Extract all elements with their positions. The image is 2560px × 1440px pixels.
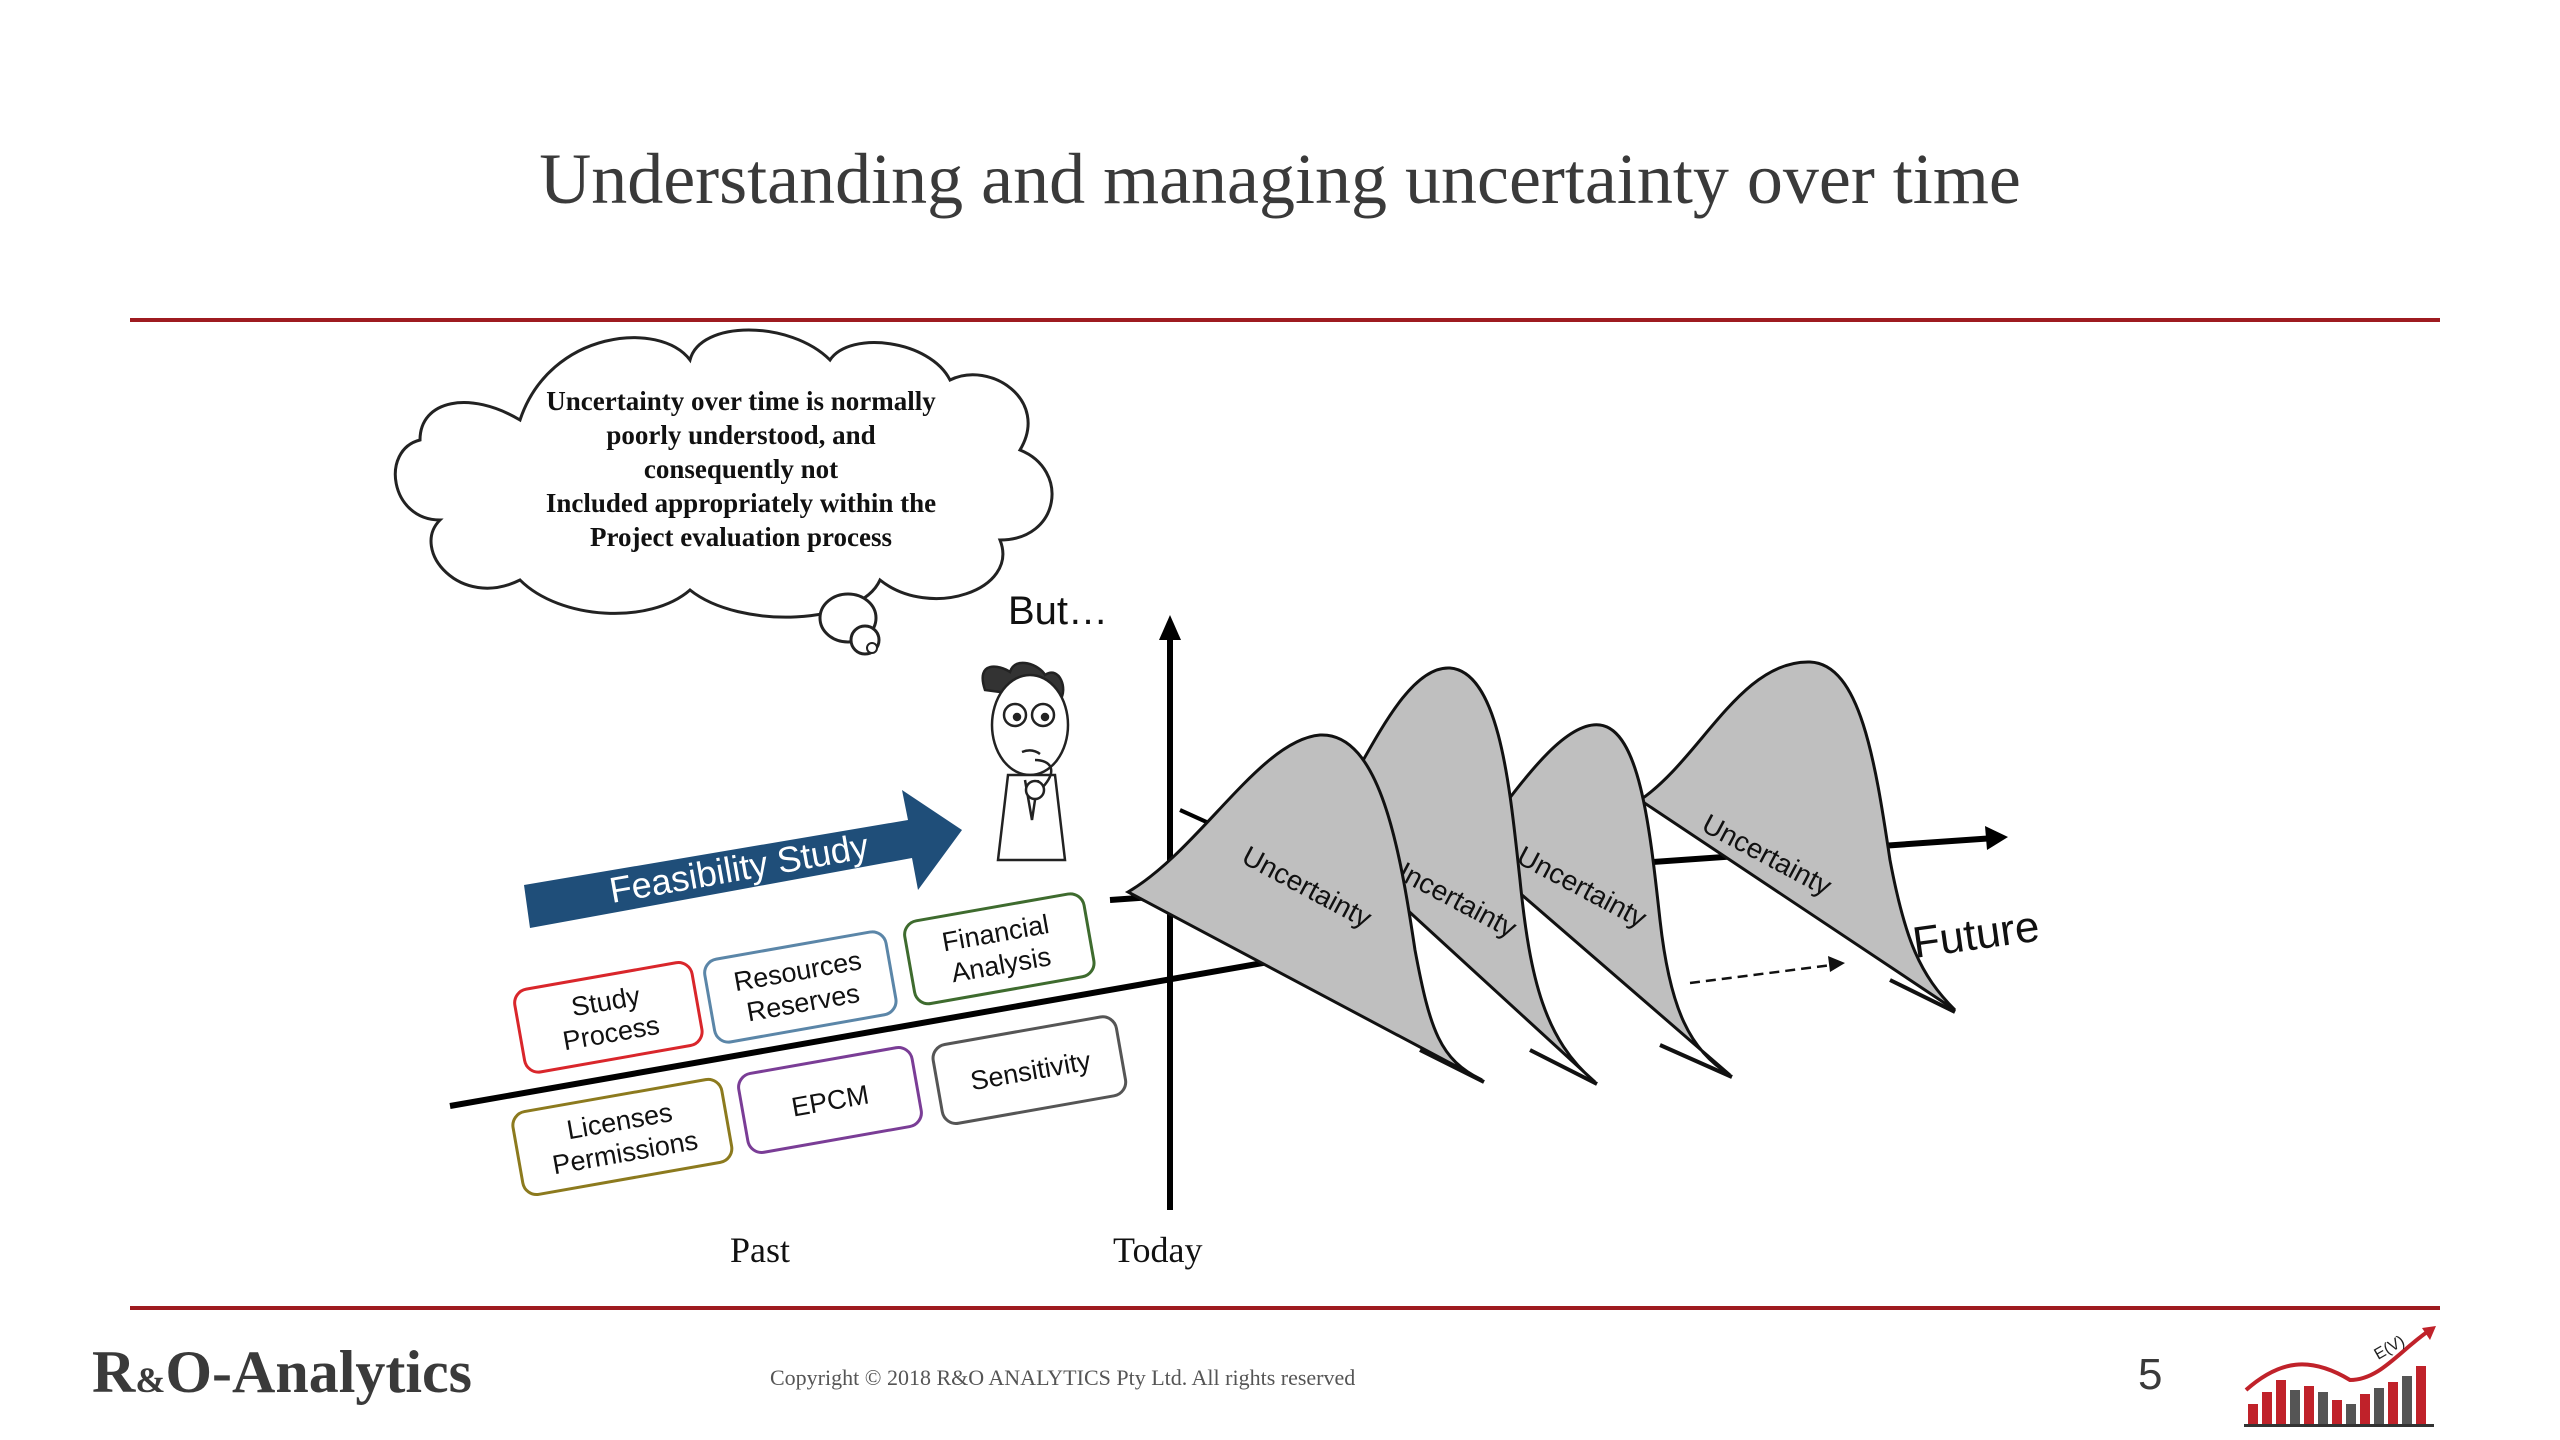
but-label: But… [1008, 589, 1108, 633]
box-resources-reserves: Resources Reserves [703, 930, 898, 1044]
brand-rest: O-Analytics [165, 1339, 472, 1405]
feasibility-study-arrow: Feasibility Study [524, 790, 962, 928]
box-licenses-permissions: Licenses Permissions [511, 1077, 734, 1197]
top-rule [130, 318, 2440, 322]
today-label: Today [1113, 1230, 1202, 1270]
box-study-process: Study Process [513, 961, 704, 1074]
ev-label: E(V) [2372, 1333, 2408, 1364]
bottom-rule [130, 1306, 2440, 1310]
brand-amp: & [135, 1360, 166, 1400]
thinking-man-icon [981, 661, 1070, 862]
future-label: Future [1910, 902, 2043, 968]
bubble-line-5: Project evaluation process [590, 522, 892, 552]
today-arrowhead [1159, 615, 1181, 640]
copyright-text: Copyright © 2018 R&O ANALYTICS Pty Ltd. … [770, 1365, 1356, 1390]
dashed-arrowhead [1828, 956, 1845, 972]
timeline-axis [449, 957, 1281, 1109]
brand-r: R [92, 1339, 136, 1405]
slide-title: Understanding and managing uncertainty o… [539, 139, 2021, 219]
bubble-line-2: poorly understood, and [606, 420, 875, 450]
brand-logo-text: R&O-Analytics [92, 1338, 472, 1407]
future-arrowhead [1985, 826, 2008, 850]
dashed-arrow [1689, 963, 1833, 985]
page-number: 5 [2138, 1350, 2163, 1399]
box-sensitivity: Sensitivity [931, 1015, 1128, 1125]
box-financial-analysis: Financial Analysis [903, 892, 1096, 1006]
bubble-line-4: Included appropriately within the [546, 488, 936, 518]
bubble-line-3: consequently not [644, 454, 838, 484]
box-epcm: EPCM [737, 1046, 923, 1154]
bubble-line-1: Uncertainty over time is normally [546, 386, 936, 416]
thought-bubble: Uncertainty over time is normally poorly… [393, 328, 1054, 656]
uncertainty-curve-1: Uncertainty [1124, 733, 1485, 1084]
ev-bar-logo-icon: E(V) [2244, 1326, 2436, 1427]
feasibility-study-label: Feasibility Study [606, 825, 871, 911]
uncertainty-curve-4: Uncertainty [1637, 660, 1957, 1014]
past-label: Past [730, 1230, 790, 1270]
